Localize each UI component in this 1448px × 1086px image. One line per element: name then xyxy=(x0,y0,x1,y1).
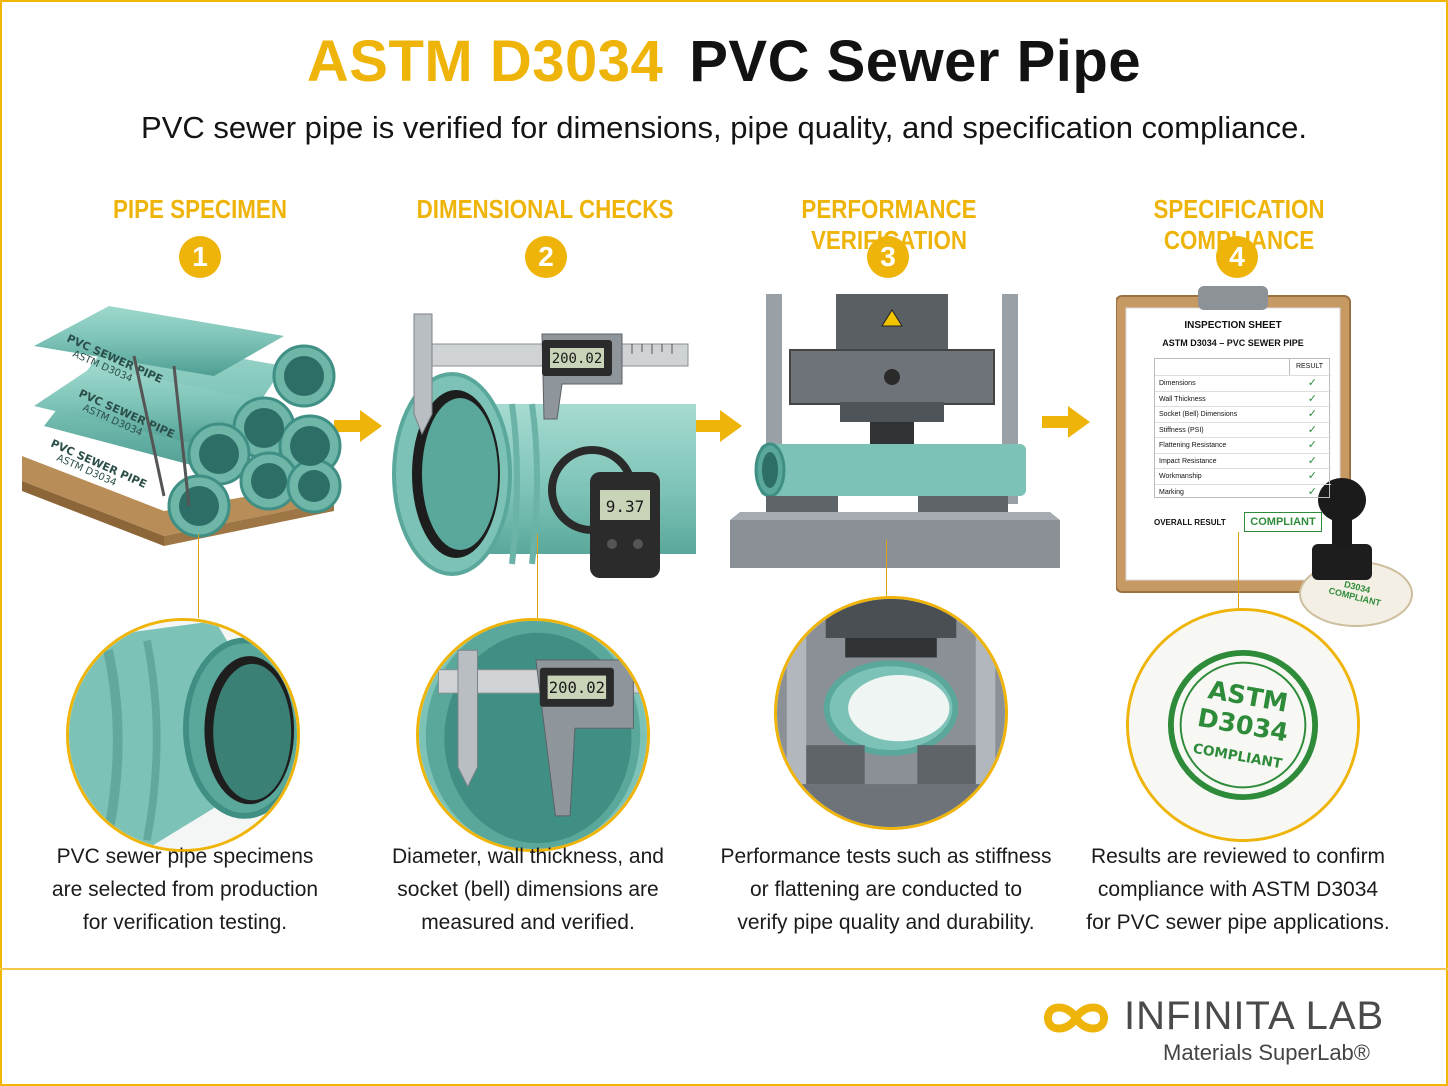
caliper-reading: 200.02 xyxy=(552,351,603,367)
caption-line: Diameter, wall thickness, and xyxy=(392,845,664,868)
arrow-right-icon xyxy=(1042,406,1090,438)
caption-line: or flattening are conducted to xyxy=(749,878,1022,901)
checklist-table: RESULT Dimensions✓Wall Thickness✓Socket … xyxy=(1154,358,1331,499)
caption-line: verify pipe quality and durability. xyxy=(737,911,1035,934)
caliper-reading: 200.02 xyxy=(549,679,605,697)
checklist-item-label: Impact Resistance xyxy=(1159,457,1217,465)
caption-line: socket (bell) dimensions are xyxy=(397,878,659,901)
checklist-row: Impact Resistance ✓ xyxy=(1155,452,1331,469)
overall-result-label: OVERALL RESULT xyxy=(1154,518,1226,527)
step-1-caption: PVC sewer pipe specimens are selected fr… xyxy=(15,840,355,939)
checklist-row: Workmanship ✓ xyxy=(1155,468,1331,484)
pipe-stack-illustration: PVC SEWER PIPE ASTM D3034 PVC SEWER PIPE… xyxy=(22,306,342,546)
stamp-closeup: ASTM D3034 COMPLIANT xyxy=(1126,608,1360,842)
checklist-row: Flattening Resistance ✓ xyxy=(1155,437,1331,453)
step-3-badge: 3 xyxy=(867,236,909,278)
caption-line: for PVC sewer pipe applications. xyxy=(1086,911,1390,934)
connector-line xyxy=(1238,532,1239,618)
step-2-title: DIMENSIONAL CHECKS xyxy=(416,194,674,224)
compression-test-illustration xyxy=(730,294,1060,568)
checklist-row: Wall Thickness ✓ xyxy=(1155,390,1331,407)
page-title: ASTM D3034 PVC Sewer Pipe xyxy=(0,28,1448,95)
step-2-caption: Diameter, wall thickness, and socket (be… xyxy=(358,840,698,939)
checklist-row: Marking ✓ xyxy=(1155,483,1331,500)
brand-name: INFINITA LAB xyxy=(1124,994,1385,1038)
caption-line: Results are reviewed to confirm xyxy=(1090,845,1386,868)
checklist-item-label: Workmanship xyxy=(1159,473,1202,480)
step-4-caption: Results are reviewed to confirm complian… xyxy=(1068,840,1408,939)
step-1-title: PIPE SPECIMEN xyxy=(113,194,287,224)
overall-result-value: COMPLIANT xyxy=(1244,512,1322,532)
arrow-right-icon xyxy=(694,410,742,442)
check-icon: ✓ xyxy=(1307,377,1317,389)
inspection-sheet-illustration: INSPECTION SHEET ASTM D3034 – PVC SEWER … xyxy=(1116,286,1416,630)
brand-logo: INFINITA LAB Materials SuperLab® xyxy=(1040,994,1400,1070)
caption-line: for verification testing. xyxy=(82,911,288,934)
checklist-item-label: Stiffness (PSI) xyxy=(1159,426,1204,434)
step-2-badge: 2 xyxy=(525,236,567,278)
step-1-badge: 1 xyxy=(179,236,221,278)
checklist-item-label: Wall Thickness xyxy=(1159,395,1206,403)
title-accent: ASTM D3034 xyxy=(306,29,664,94)
caption-line: measured and verified. xyxy=(421,911,635,934)
caption-line: PVC sewer pipe specimens xyxy=(56,845,314,868)
pipe-socket-closeup xyxy=(66,618,300,852)
infinity-icon xyxy=(1043,1003,1109,1033)
checklist-rows: Dimensions✓Wall Thickness✓Socket (Bell) … xyxy=(1155,375,1331,499)
result-header: RESULT xyxy=(1289,359,1329,375)
caliper-closeup: 200.02 xyxy=(416,618,650,852)
sheet-title: INSPECTION SHEET xyxy=(1184,320,1282,331)
check-icon: ✓ xyxy=(1307,439,1317,451)
check-icon: ✓ xyxy=(1307,392,1317,405)
step-4-badge: 4 xyxy=(1216,236,1258,278)
step-3-caption: Performance tests such as stiffness or f… xyxy=(716,840,1056,939)
title-main: PVC Sewer Pipe xyxy=(689,29,1142,94)
check-icon: ✓ xyxy=(1307,408,1317,420)
checklist-item-label: Marking xyxy=(1159,488,1184,496)
checklist-item-label: Dimensions xyxy=(1159,380,1196,387)
caption-line: compliance with ASTM D3034 xyxy=(1097,878,1379,901)
connector-line xyxy=(886,540,887,618)
connector-line xyxy=(537,534,538,618)
checklist-row: Socket (Bell) Dimensions ✓ xyxy=(1155,406,1331,422)
caption-line: are selected from production xyxy=(51,878,319,901)
checklist-row: Dimensions ✓ xyxy=(1155,375,1331,391)
connector-line xyxy=(198,534,199,618)
check-icon: ✓ xyxy=(1307,423,1317,436)
checklist-item-label: Flattening Resistance xyxy=(1159,442,1227,449)
gauge-reading: 9.37 xyxy=(606,497,645,516)
check-icon: ✓ xyxy=(1307,454,1317,467)
caption-line: Performance tests such as stiffness xyxy=(720,845,1052,868)
footer-divider xyxy=(0,968,1448,970)
sheet-subtitle: ASTM D3034 – PVC SEWER PIPE xyxy=(1162,338,1304,348)
arrow-right-icon xyxy=(334,410,382,442)
checklist-row: Stiffness (PSI) ✓ xyxy=(1155,421,1331,438)
page-subtitle: PVC sewer pipe is verified for dimension… xyxy=(141,110,1307,145)
check-icon: ✓ xyxy=(1307,485,1317,498)
flattening-test-closeup xyxy=(774,596,1008,830)
dimensional-check-illustration: 200.02 9.37 xyxy=(392,313,696,578)
brand-tagline: Materials SuperLab® xyxy=(1163,1040,1370,1065)
checklist-item-label: Socket (Bell) Dimensions xyxy=(1159,411,1238,418)
check-icon: ✓ xyxy=(1307,470,1317,482)
